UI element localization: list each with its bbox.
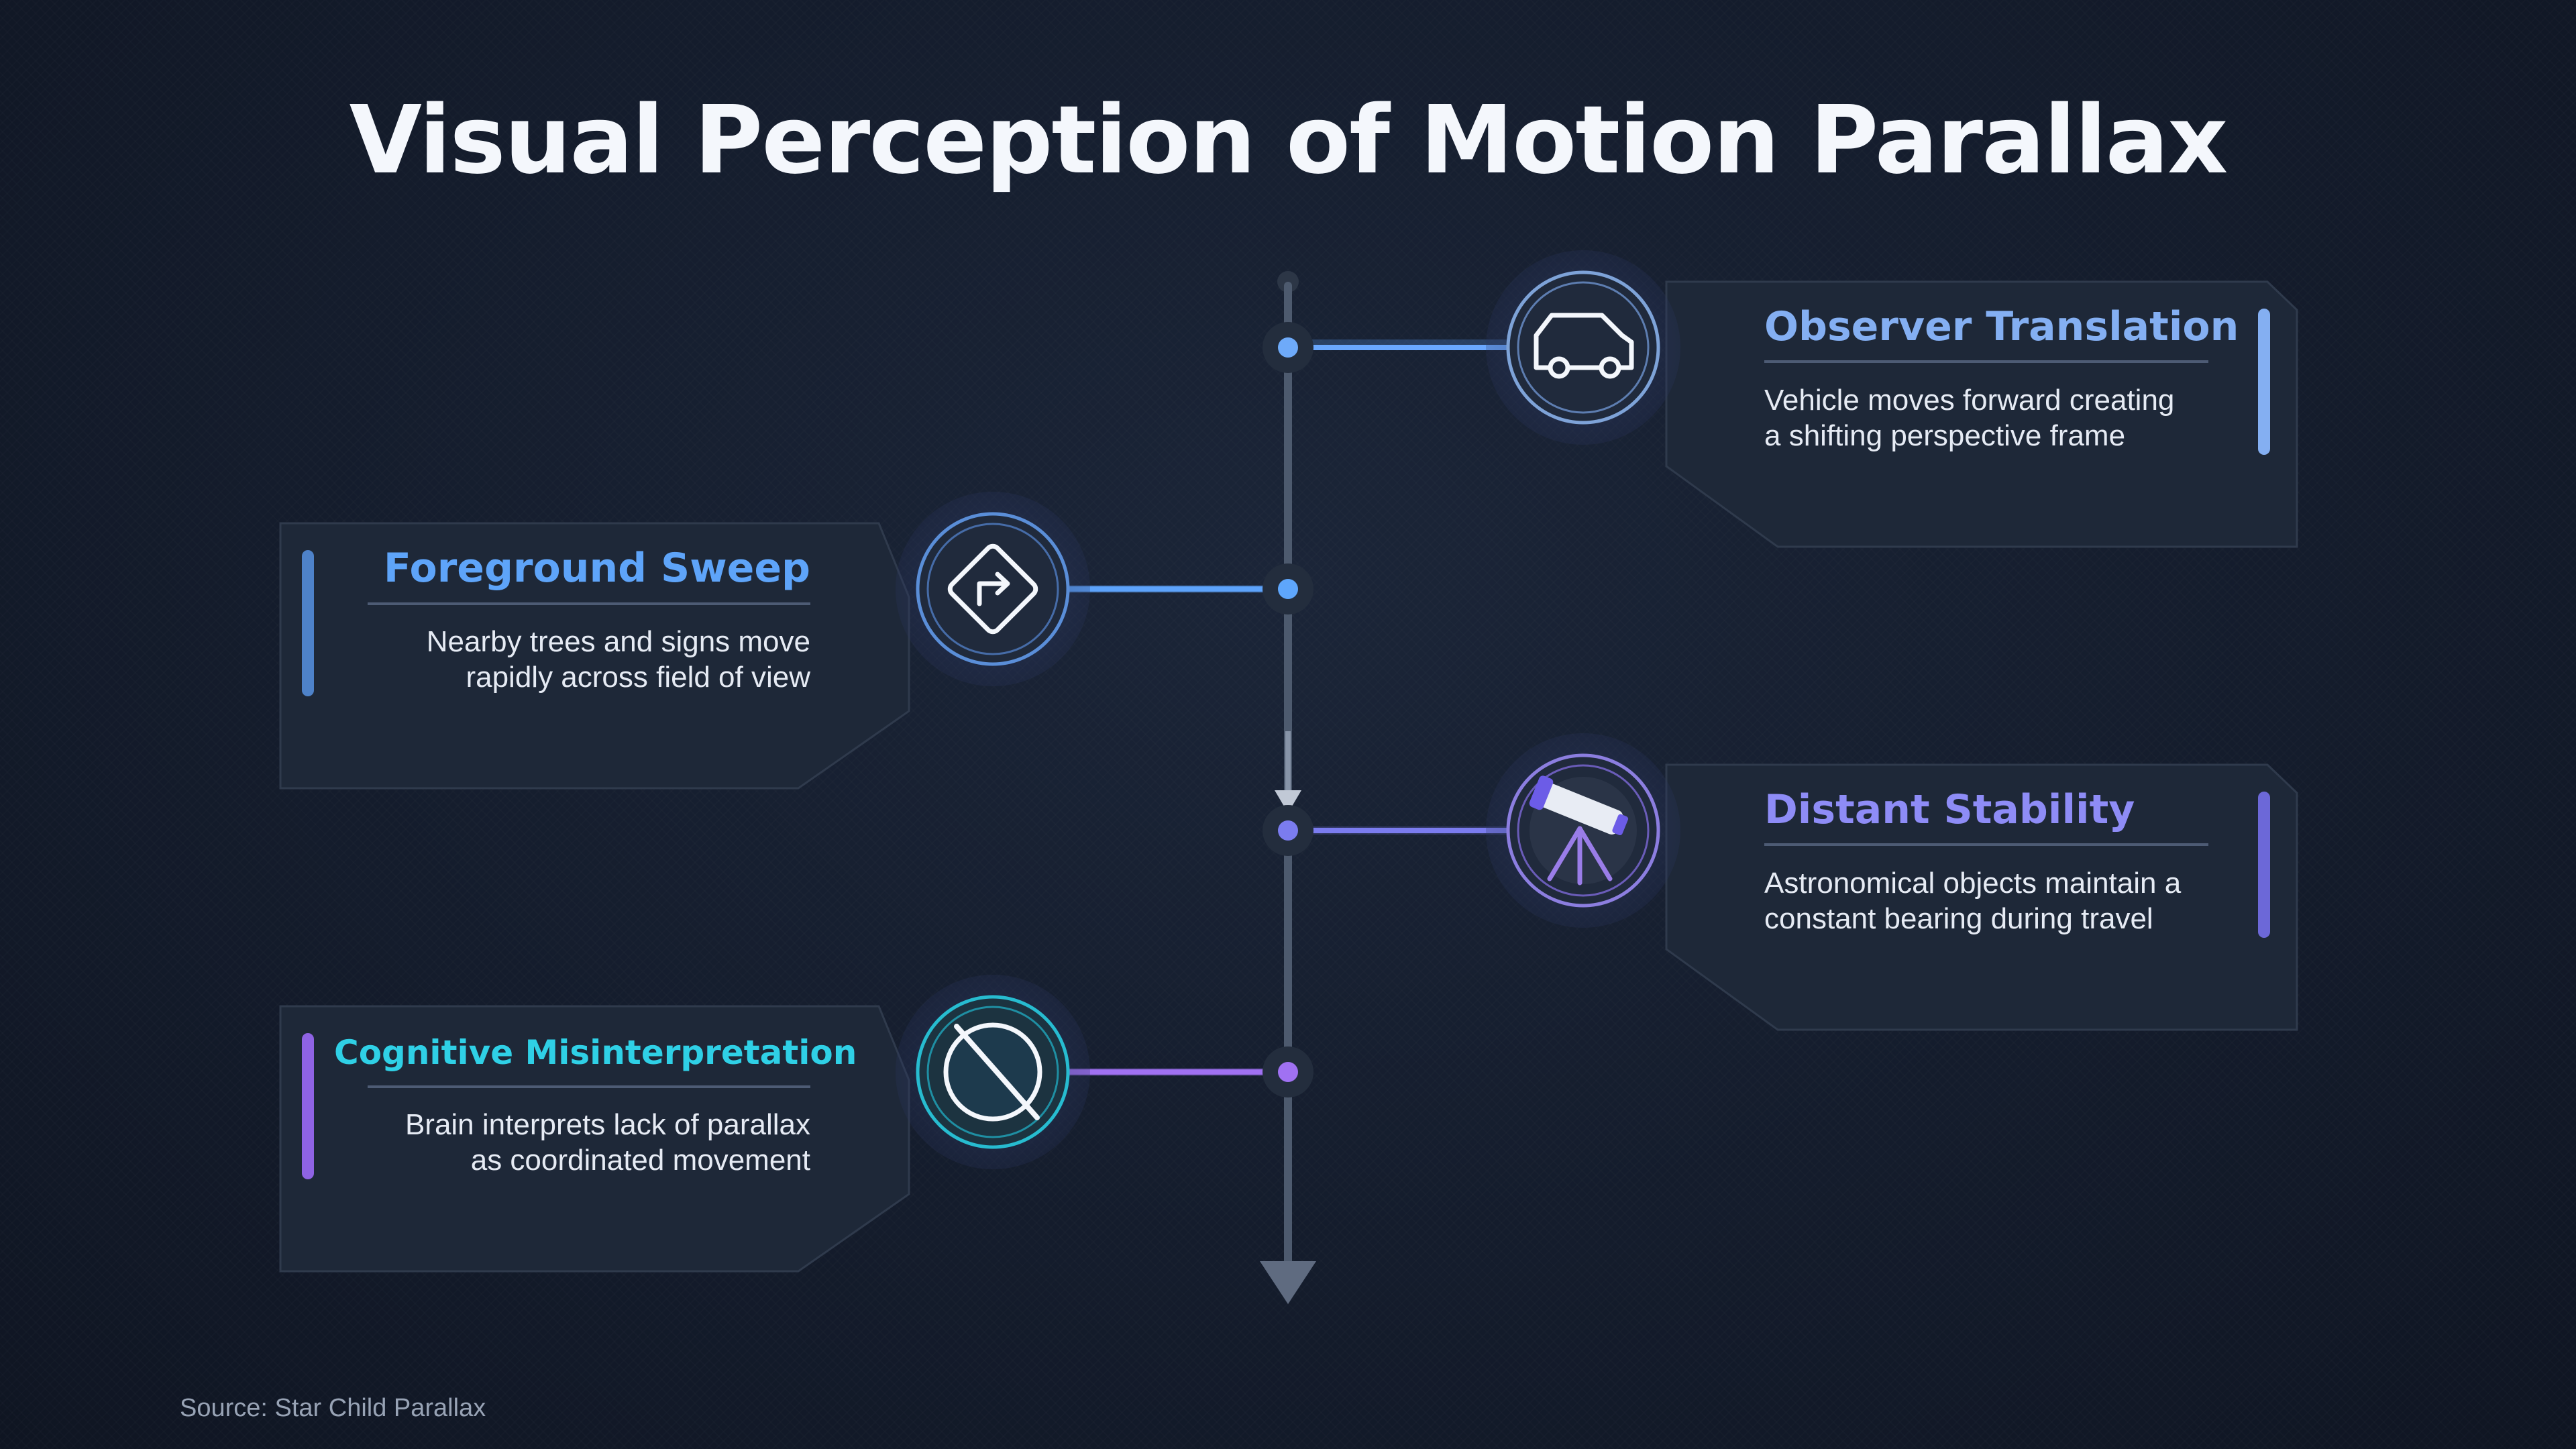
stage-description-observer-translation: Vehicle moves forward creating a shiftin… xyxy=(1764,384,2175,452)
card-foreground-sweep xyxy=(279,522,910,790)
card-cognitive-misinterpretation xyxy=(279,1005,910,1273)
turn-right-sign-icon xyxy=(947,543,1038,635)
source-note: Source: Star Child Parallax xyxy=(180,1394,486,1422)
stage-description-cognitive-misinterpretation: Brain interprets lack of parallax as coo… xyxy=(405,1108,810,1177)
stage-description-foreground-sweep: Nearby trees and signs move rapidly acro… xyxy=(426,625,810,694)
stage-title-observer-translation: Observer Translation xyxy=(1764,303,2239,350)
stage-cognitive-misinterpretation xyxy=(279,975,1313,1273)
page-title: Visual Perception of Motion Parallax xyxy=(349,86,2229,195)
stage-foreground-sweep xyxy=(279,492,1313,790)
card-accent-bar xyxy=(302,550,314,696)
stage-title-cognitive-misinterpretation: Cognitive Misinterpretation xyxy=(334,1033,857,1072)
stage-distant-stability xyxy=(1263,733,2298,1031)
card-accent-bar xyxy=(2258,309,2270,455)
stage-title-foreground-sweep: Foreground Sweep xyxy=(383,545,810,592)
axis-arrowhead xyxy=(1260,1261,1316,1304)
stage-observer-translation xyxy=(1263,250,2298,548)
timeline-axis xyxy=(1260,271,1316,1304)
stage-title-distant-stability: Distant Stability xyxy=(1764,786,2135,833)
car-icon xyxy=(1534,313,1634,379)
no-symbol-icon xyxy=(943,1022,1042,1122)
stage-description-distant-stability: Astronomical objects maintain a constant… xyxy=(1764,867,2182,935)
axis-inner-arrow xyxy=(1285,731,1291,805)
card-accent-bar xyxy=(2258,792,2270,938)
card-accent-bar xyxy=(302,1033,314,1179)
telescope-icon xyxy=(1529,775,1629,885)
